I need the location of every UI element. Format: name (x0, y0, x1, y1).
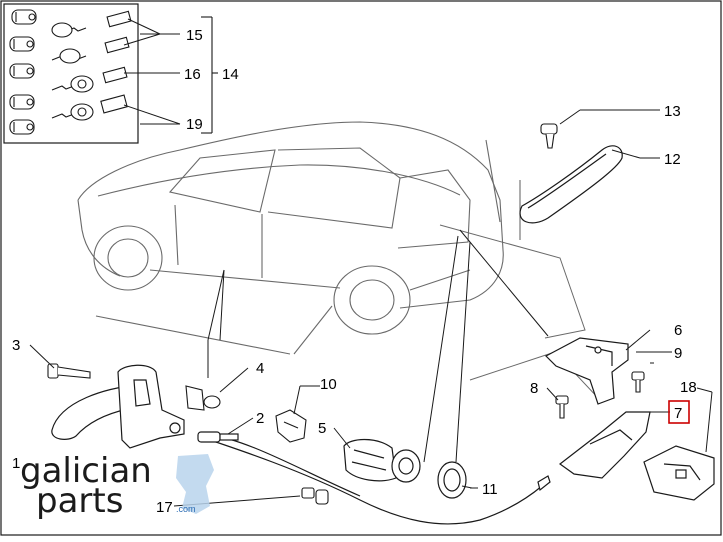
part-2-cable (197, 431, 551, 525)
part-17-bolts (301, 487, 329, 505)
key-2 (51, 36, 130, 64)
callout-17: 17 (156, 499, 173, 516)
bracket-14 (201, 16, 218, 134)
key-3 (51, 66, 128, 93)
part-12-handle-strip (519, 145, 623, 224)
part-9-screw (631, 371, 645, 393)
callout-7: 7 (674, 405, 682, 422)
part-13-screw (540, 123, 558, 149)
logo-line1: galician (20, 451, 152, 491)
callout-16: 16 (184, 66, 201, 83)
lock-cylinder-3 (9, 63, 35, 79)
part-1-flap-assembly (51, 364, 185, 449)
callout-6: 6 (674, 322, 682, 339)
part-4-clip (185, 385, 221, 411)
callout-18: 18 (680, 379, 697, 396)
callout-12: 12 (664, 151, 681, 168)
part-7-striker (558, 411, 651, 479)
callout-13: 13 (664, 103, 681, 120)
callout-9: 9 (674, 345, 682, 362)
logo-domain: .com (176, 504, 196, 514)
part-6-hinge (545, 337, 629, 405)
callout-15: 15 (186, 27, 203, 44)
callout-2: 2 (256, 410, 264, 427)
callout-1: 1 (12, 455, 20, 472)
callout-7-highlight (668, 400, 690, 424)
keys-inset (3, 3, 181, 144)
part-10-bracket (275, 409, 307, 443)
lock-cylinder-2 (9, 36, 35, 52)
lock-cylinder-1 (11, 9, 37, 25)
callout-4: 4 (256, 360, 264, 377)
part-11-gasket (437, 461, 467, 499)
keys (51, 10, 132, 121)
logo-line2: parts (36, 481, 123, 521)
callout-19: 19 (186, 116, 203, 133)
callout-8: 8 (530, 380, 538, 397)
lock-cylinders (9, 9, 37, 135)
key-4 (51, 94, 128, 121)
key-1 (51, 10, 132, 38)
part-8-screw (555, 395, 569, 419)
part-5-lock-barrel (343, 438, 421, 483)
lock-cylinder-5 (9, 119, 35, 135)
callout-10: 10 (320, 376, 337, 393)
lock-cylinder-4 (9, 94, 35, 110)
logo-watermark: galician parts .com (20, 451, 214, 521)
callout-11: 11 (482, 481, 498, 498)
logo-map-shape (176, 454, 214, 514)
callout-labels: 15 16 14 19 13 12 3 4 2 10 5 11 17 6 9 8… (12, 27, 697, 516)
part-3-screw (47, 363, 91, 379)
callout-14: 14 (222, 66, 239, 83)
callout-5: 5 (318, 420, 326, 437)
part-18-latch (643, 445, 715, 501)
car-body (77, 121, 521, 355)
callout-3: 3 (12, 337, 20, 354)
